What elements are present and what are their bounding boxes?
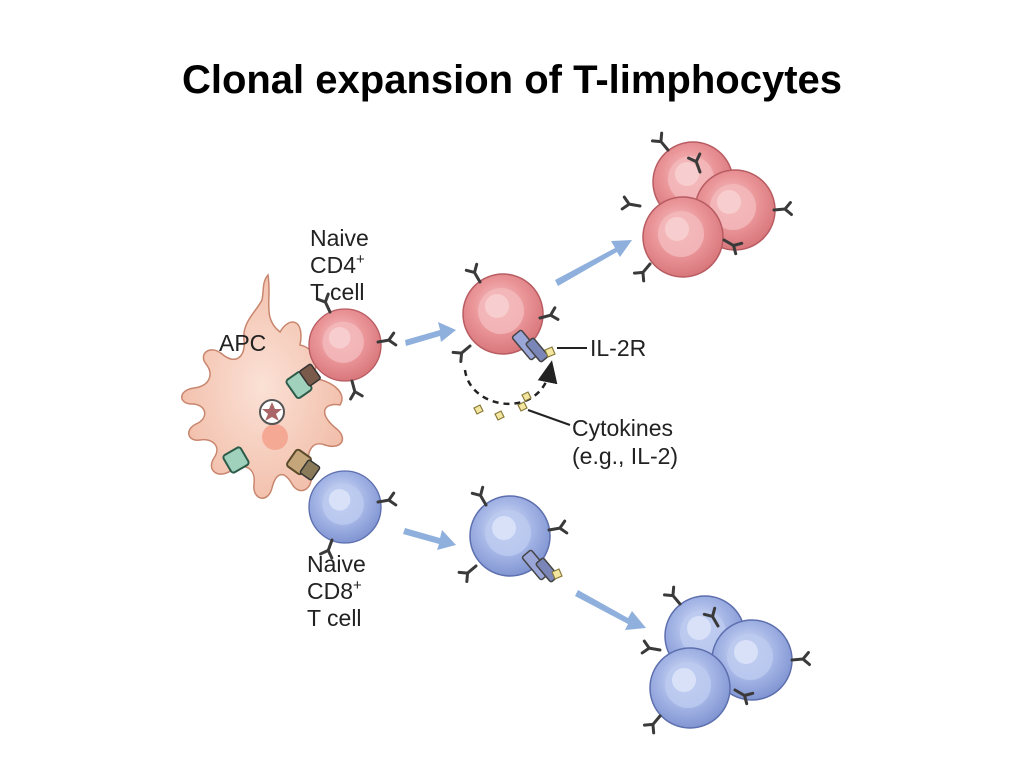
apc-cell xyxy=(181,273,344,499)
arrow-cd4-expansion xyxy=(555,240,632,286)
il2r-label: IL-2R xyxy=(590,335,646,361)
cytokine-loop xyxy=(463,360,558,421)
arrow-cd4-activation xyxy=(405,322,456,346)
activated-cd4-t-cell xyxy=(451,262,560,364)
expanded-cd8-clones xyxy=(640,585,811,735)
apc-label: APC xyxy=(219,330,266,356)
cd8-label-line3: T cell xyxy=(307,605,362,631)
arrow-cd8-expansion xyxy=(575,590,646,630)
cd8-label-line1: Naive xyxy=(307,551,366,577)
expansion-arrows xyxy=(403,240,646,630)
expanded-cd4-clones xyxy=(620,131,793,283)
cytokines-label-line2: (e.g., IL-2) xyxy=(572,443,678,469)
cd4-label-line3: T cell xyxy=(310,279,365,305)
mhc-tcr-complex-cd4 xyxy=(285,363,321,399)
cd4-label-line2: CD4+ xyxy=(310,251,365,278)
arrow-cd8-activation xyxy=(403,528,456,550)
cytokines-callout-line xyxy=(527,409,571,426)
slide-title: Clonal expansion of T-limphocytes xyxy=(181,58,843,102)
activated-cd8-t-cell xyxy=(457,485,569,584)
cd4-label-line1: Naive xyxy=(310,225,369,251)
naive-cd8-t-cell xyxy=(308,470,398,560)
cytokines-label-line1: Cytokines xyxy=(572,415,673,441)
cd8-label-line2: CD8+ xyxy=(307,577,362,604)
mhc-tcr-complex-left xyxy=(222,446,250,474)
mhc-tcr-complex-cd8 xyxy=(286,448,321,481)
